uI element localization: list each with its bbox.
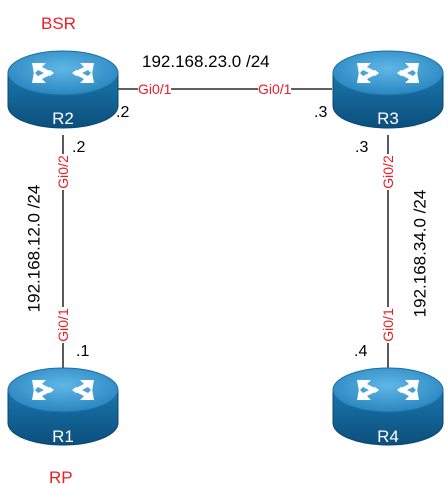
r1-ip-12-label: .1 bbox=[76, 343, 90, 360]
subnet-r3-r4-label: 192.168.34.0 /24 bbox=[410, 189, 430, 318]
r3-ip-23-label: .3 bbox=[314, 104, 328, 121]
subnet-r2-r1-label: 192.168.12.0 /24 bbox=[24, 184, 44, 313]
role-bsr-label: BSR bbox=[41, 14, 76, 33]
r3-ip-34-label: .3 bbox=[355, 139, 369, 156]
r1-gi0-1-label: Gi0/1 bbox=[55, 307, 71, 343]
subnet-r2-r3-label: 192.168.23.0 /24 bbox=[142, 52, 270, 71]
r2-gi0-2-label: Gi0/2 bbox=[55, 154, 71, 190]
router-r1-label: R1 bbox=[52, 427, 74, 446]
r3-gi0-2-label: Gi0/2 bbox=[380, 154, 396, 190]
router-r3-label: R3 bbox=[377, 109, 399, 128]
r2-ip-23-label: .2 bbox=[116, 104, 130, 121]
r4-gi0-1-label: Gi0/1 bbox=[380, 307, 396, 343]
r2-ip-12-label: .2 bbox=[72, 139, 86, 156]
r2-gi0-1-label: Gi0/1 bbox=[138, 81, 172, 97]
router-r2-label: R2 bbox=[52, 109, 74, 128]
r4-ip-34-label: .4 bbox=[354, 343, 368, 360]
role-rp-label: RP bbox=[49, 468, 73, 487]
r3-gi0-1-label: Gi0/1 bbox=[258, 81, 292, 97]
router-r4-label: R4 bbox=[377, 427, 399, 446]
